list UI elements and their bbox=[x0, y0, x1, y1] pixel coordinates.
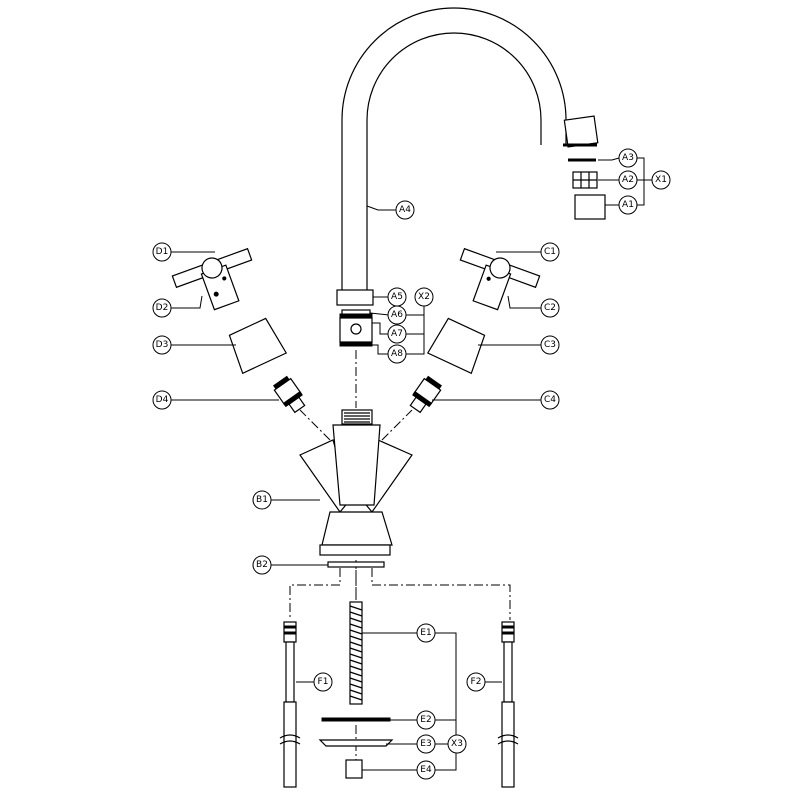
label-f2: F2 bbox=[471, 677, 482, 687]
label-e3: E3 bbox=[420, 739, 431, 749]
label-c1: C1 bbox=[544, 247, 556, 257]
label-x1: X1 bbox=[655, 175, 667, 185]
callout-x3: X3 bbox=[447, 734, 467, 754]
callout-c3: C3 bbox=[540, 335, 560, 355]
label-d4: D4 bbox=[156, 395, 169, 405]
label-e4: E4 bbox=[420, 765, 432, 775]
tap-body bbox=[299, 409, 413, 568]
hose-right bbox=[497, 621, 519, 788]
callout-a8: A8 bbox=[387, 344, 407, 364]
callout-a3: A3 bbox=[618, 148, 638, 168]
label-c3: C3 bbox=[544, 340, 556, 350]
aerator-parts bbox=[568, 158, 606, 220]
callout-x1: X1 bbox=[651, 170, 671, 190]
label-b1: B1 bbox=[256, 495, 268, 505]
label-a4: A4 bbox=[399, 205, 411, 215]
callout-e4: E4 bbox=[416, 760, 436, 780]
callout-x2: X2 bbox=[414, 287, 434, 307]
label-d2: D2 bbox=[156, 303, 169, 313]
label-a2: A2 bbox=[622, 175, 634, 185]
spout-nut bbox=[336, 289, 374, 347]
label-d3: D3 bbox=[156, 340, 169, 350]
callout-d3: D3 bbox=[152, 335, 172, 355]
callout-c2: C2 bbox=[540, 298, 560, 318]
label-c4: C4 bbox=[544, 395, 556, 405]
hose-left bbox=[279, 621, 301, 788]
label-a8: A8 bbox=[391, 349, 403, 359]
label-a1: A1 bbox=[622, 200, 634, 210]
label-e1: E1 bbox=[420, 628, 431, 638]
callout-a1: A1 bbox=[618, 195, 638, 215]
label-e2: E2 bbox=[420, 715, 431, 725]
callout-c4: C4 bbox=[540, 390, 560, 410]
callout-b1: B1 bbox=[252, 490, 272, 510]
leader-lines bbox=[171, 157, 652, 771]
callout-a2: A2 bbox=[618, 170, 638, 190]
callout-f1: F1 bbox=[313, 672, 333, 692]
label-x2: X2 bbox=[418, 292, 430, 302]
callout-a7: A7 bbox=[387, 324, 407, 344]
connection-lines bbox=[289, 568, 511, 760]
label-f1: F1 bbox=[318, 677, 329, 687]
spout-tube bbox=[341, 7, 599, 292]
callout-f2: F2 bbox=[466, 672, 486, 692]
callout-e3: E3 bbox=[416, 734, 436, 754]
callout-b2: B2 bbox=[252, 555, 272, 575]
label-d1: D1 bbox=[156, 247, 169, 257]
callout-a4: A4 bbox=[395, 200, 415, 220]
callout-d1: D1 bbox=[152, 242, 172, 262]
mounting-parts bbox=[318, 717, 394, 779]
label-a5: A5 bbox=[391, 292, 403, 302]
label-x3: X3 bbox=[451, 739, 463, 749]
callout-a5: A5 bbox=[387, 287, 407, 307]
label-a6: A6 bbox=[391, 310, 403, 320]
label-b2: B2 bbox=[256, 560, 268, 570]
threaded-rod bbox=[349, 601, 363, 705]
left-handle-assembly bbox=[171, 247, 331, 441]
right-handle-assembly bbox=[381, 247, 541, 441]
label-a3: A3 bbox=[622, 153, 634, 163]
callout-e1: E1 bbox=[416, 623, 436, 643]
callout-e2: E2 bbox=[416, 710, 436, 730]
label-a7: A7 bbox=[391, 329, 403, 339]
callout-a6: A6 bbox=[387, 305, 407, 325]
callout-d4: D4 bbox=[152, 390, 172, 410]
callout-d2: D2 bbox=[152, 298, 172, 318]
callout-c1: C1 bbox=[540, 242, 560, 262]
label-c2: C2 bbox=[544, 303, 556, 313]
